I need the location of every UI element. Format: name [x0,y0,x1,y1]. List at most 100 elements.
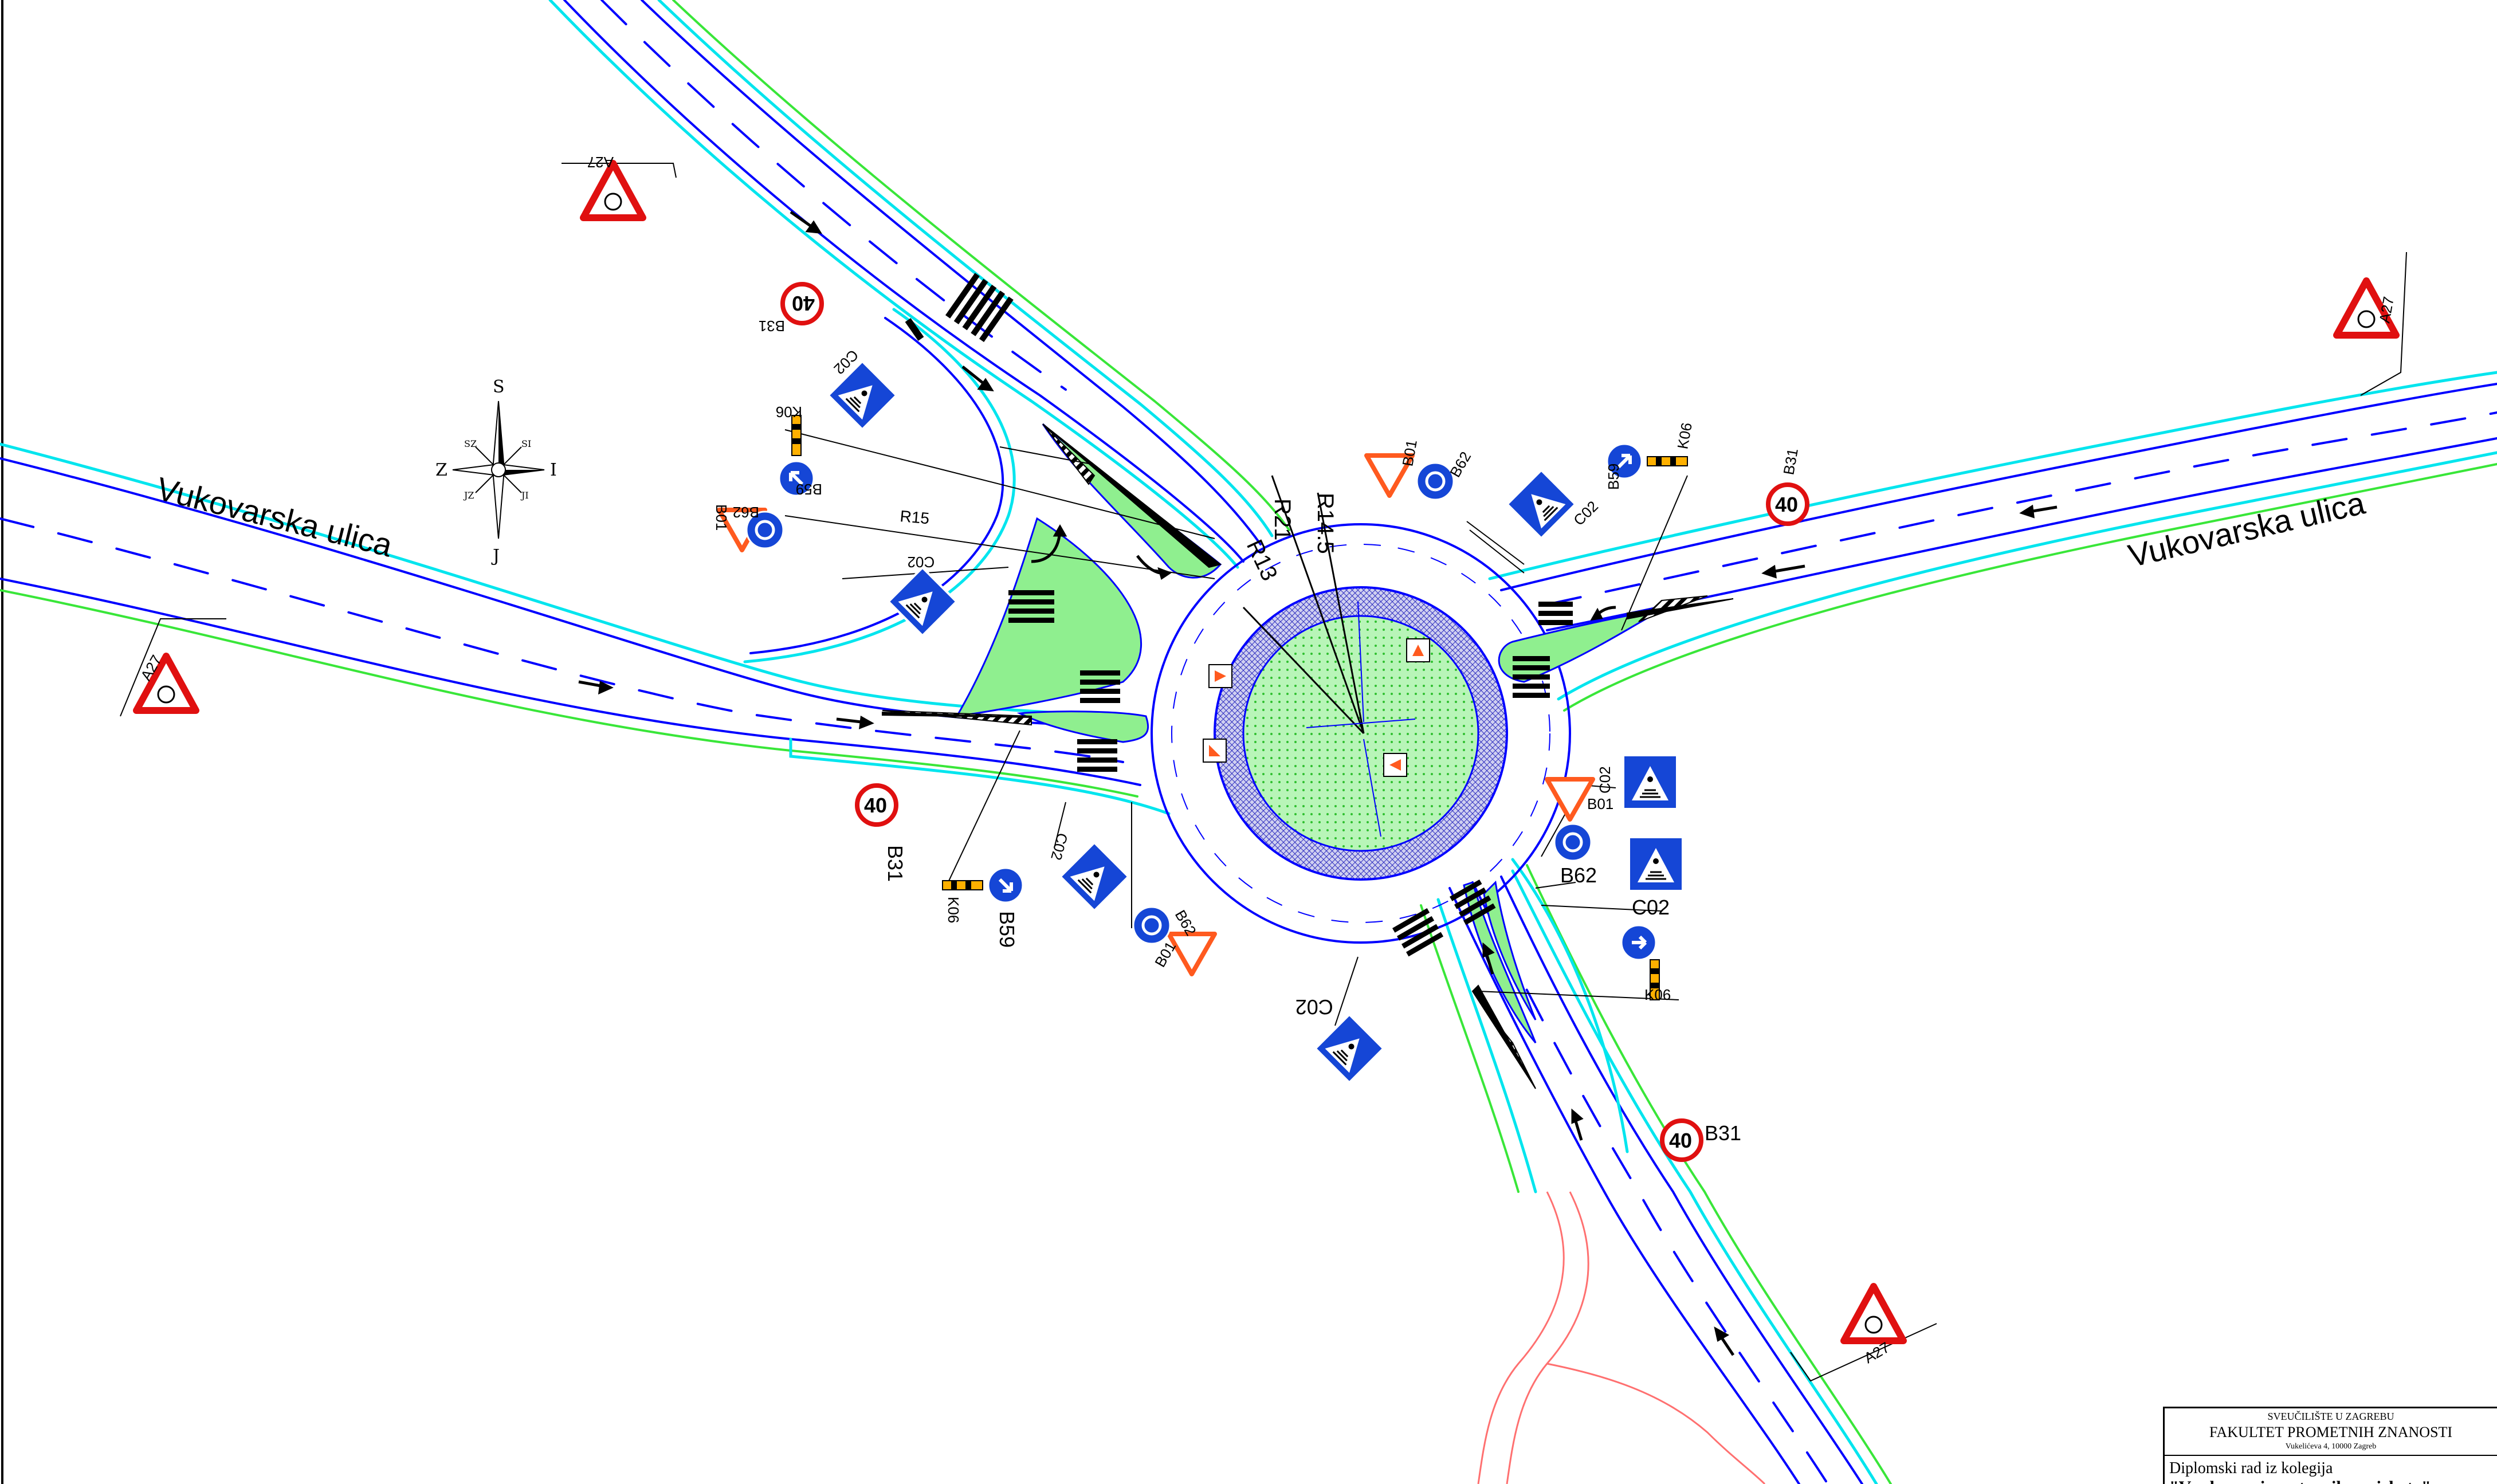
sign-code-b01: B01 [1587,795,1613,812]
arrow-curved [1590,606,1616,621]
lane-arrows [578,210,2058,1356]
crossing-w-south [1077,739,1117,772]
sign-code-b59: B59 [995,911,1019,948]
radius-label-r15: R15 [899,507,930,527]
crossing-s-west [1392,908,1444,957]
roundabout [1151,475,1571,944]
compass-ne: SI [521,438,531,449]
speed-value: 40 [792,292,815,315]
south-road [1420,858,1892,1484]
island-west-large [955,517,1142,717]
sign-code-b31: B31 [759,317,785,335]
thesis-label: Diplomski rad iz kolegija [2169,1459,2333,1477]
crossing-w-north [1008,590,1054,623]
street-name-east: Vukovarska ulica [2125,484,2369,574]
sign-c02-s: C02 [1295,995,1385,1085]
sign-b62-w: B62 [733,504,784,549]
sign-b31-ne: 40 B31 [1766,447,1809,526]
island-chevrons [1203,638,1430,777]
crossing-s-east [1450,880,1496,925]
faculty-name: FAKULTET PROMETNIH ZNANOSTI [2209,1424,2453,1440]
radius-lines [1242,475,1365,735]
arrow [2019,504,2058,519]
sign-code-k06: K06 [945,897,962,923]
northwest-road [548,0,1290,569]
title-block-header: SVEUČILIŠTE U ZAGREBU FAKULTET PROMETNIH… [2165,1408,2497,1456]
sign-code-b31: B31 [1705,1121,1741,1145]
sign-code-b01: B01 [1399,438,1420,468]
island-west-small [1016,710,1149,743]
crossing-e-south [1513,656,1550,698]
sign-code-a27: A27 [587,154,614,171]
sign-code-b62: B62 [733,504,759,521]
sign-c02-e2: C02 [1630,838,1682,919]
sign-a27-w: A27 [133,652,199,714]
slip-lane-west [743,308,1016,664]
sign-a27-nw: A27 [580,154,646,221]
sign-code-b31: B31 [1780,447,1801,476]
sign-a27-ne: A27 [2333,277,2400,339]
speed-value: 40 [1669,1129,1692,1152]
sign-c02-e1: C02 [1596,756,1676,808]
sign-code-b62: B62 [1560,863,1597,887]
sign-b59-se: K06 [1620,924,1671,1003]
compass-sw: JZ [463,490,474,501]
arrow [961,366,994,391]
sign-code-k06: K06 [1644,986,1671,1003]
arrow [1714,1326,1735,1356]
sign-code-k06: K06 [776,403,802,421]
island-south-thin [1483,880,1537,1020]
sign-a27-se: A27 [1840,1283,1907,1367]
faculty-address: Vukelićeva 4, 10000 Zagreb [2285,1442,2377,1451]
title-block: SVEUČILIŠTE U ZAGREBU FAKULTET PROMETNIH… [2163,1407,2497,1484]
crossing-nw [945,273,1014,343]
crossing-e-north [1538,602,1573,625]
sign-code-c02: C02 [1632,896,1670,919]
title-block-body: Diplomski rad iz kolegija "Vrednovanje c… [2165,1456,2497,1484]
speed-value: 40 [864,794,887,817]
outer-ring [1151,523,1571,944]
arrow [1761,564,1805,579]
compass-rose: S J I Z SI SZ JI JZ [435,377,557,566]
sign-b59-nw: B59 K06 [776,403,822,498]
pedestrian-crossings [905,273,1573,957]
compass-north: S [493,377,505,397]
hatched-markings [882,423,1734,1089]
compass-west: Z [435,460,447,480]
course-name: "Vrednovanje cestovnih projekata" [2169,1478,2492,1484]
street-name-west: Vukovarska ulica [153,470,396,564]
radius-label-r21: R21 [1270,498,1295,540]
crossing-w-island [1080,670,1120,703]
sign-code-b59: B59 [1605,464,1622,490]
island-east [1498,609,1662,683]
sign-code-c02: C02 [1596,766,1613,794]
sign-c02-w: C02 [886,553,959,638]
pedestrian-path [1477,1191,1766,1484]
east-road [1488,371,2497,712]
speed-value: 40 [1775,493,1798,516]
sign-c02-ne: C02 [1505,468,1601,540]
sign-code-b31: B31 [884,845,907,882]
compass-east: I [550,460,557,480]
sign-b59-sw: B59 K06 [942,867,1024,948]
sign-c02-sw: C02 [1047,831,1130,913]
radius-label-r14-5: R14.5 [1313,493,1338,554]
sign-b01-ne: B01 [1364,438,1420,498]
sign-b59-ne: B59 K06 [1605,421,1695,490]
compass-nw: SZ [464,438,477,449]
arrow [1571,1108,1584,1141]
compass-south: J [491,546,500,566]
sign-code-k06: K06 [1674,421,1695,450]
sign-code-b01: B01 [713,504,730,531]
arrow [578,680,614,695]
sign-b62-se: B62 [1553,823,1597,887]
sign-c02-nw: C02 [826,346,898,431]
sign-code-b59: B59 [796,481,822,498]
arrow [1482,942,1495,975]
sign-code-c02: C02 [1295,995,1333,1019]
arrow-curved [1031,524,1067,563]
compass-se: JI [520,490,529,501]
sign-b31-w: 40 B31 [855,783,907,882]
